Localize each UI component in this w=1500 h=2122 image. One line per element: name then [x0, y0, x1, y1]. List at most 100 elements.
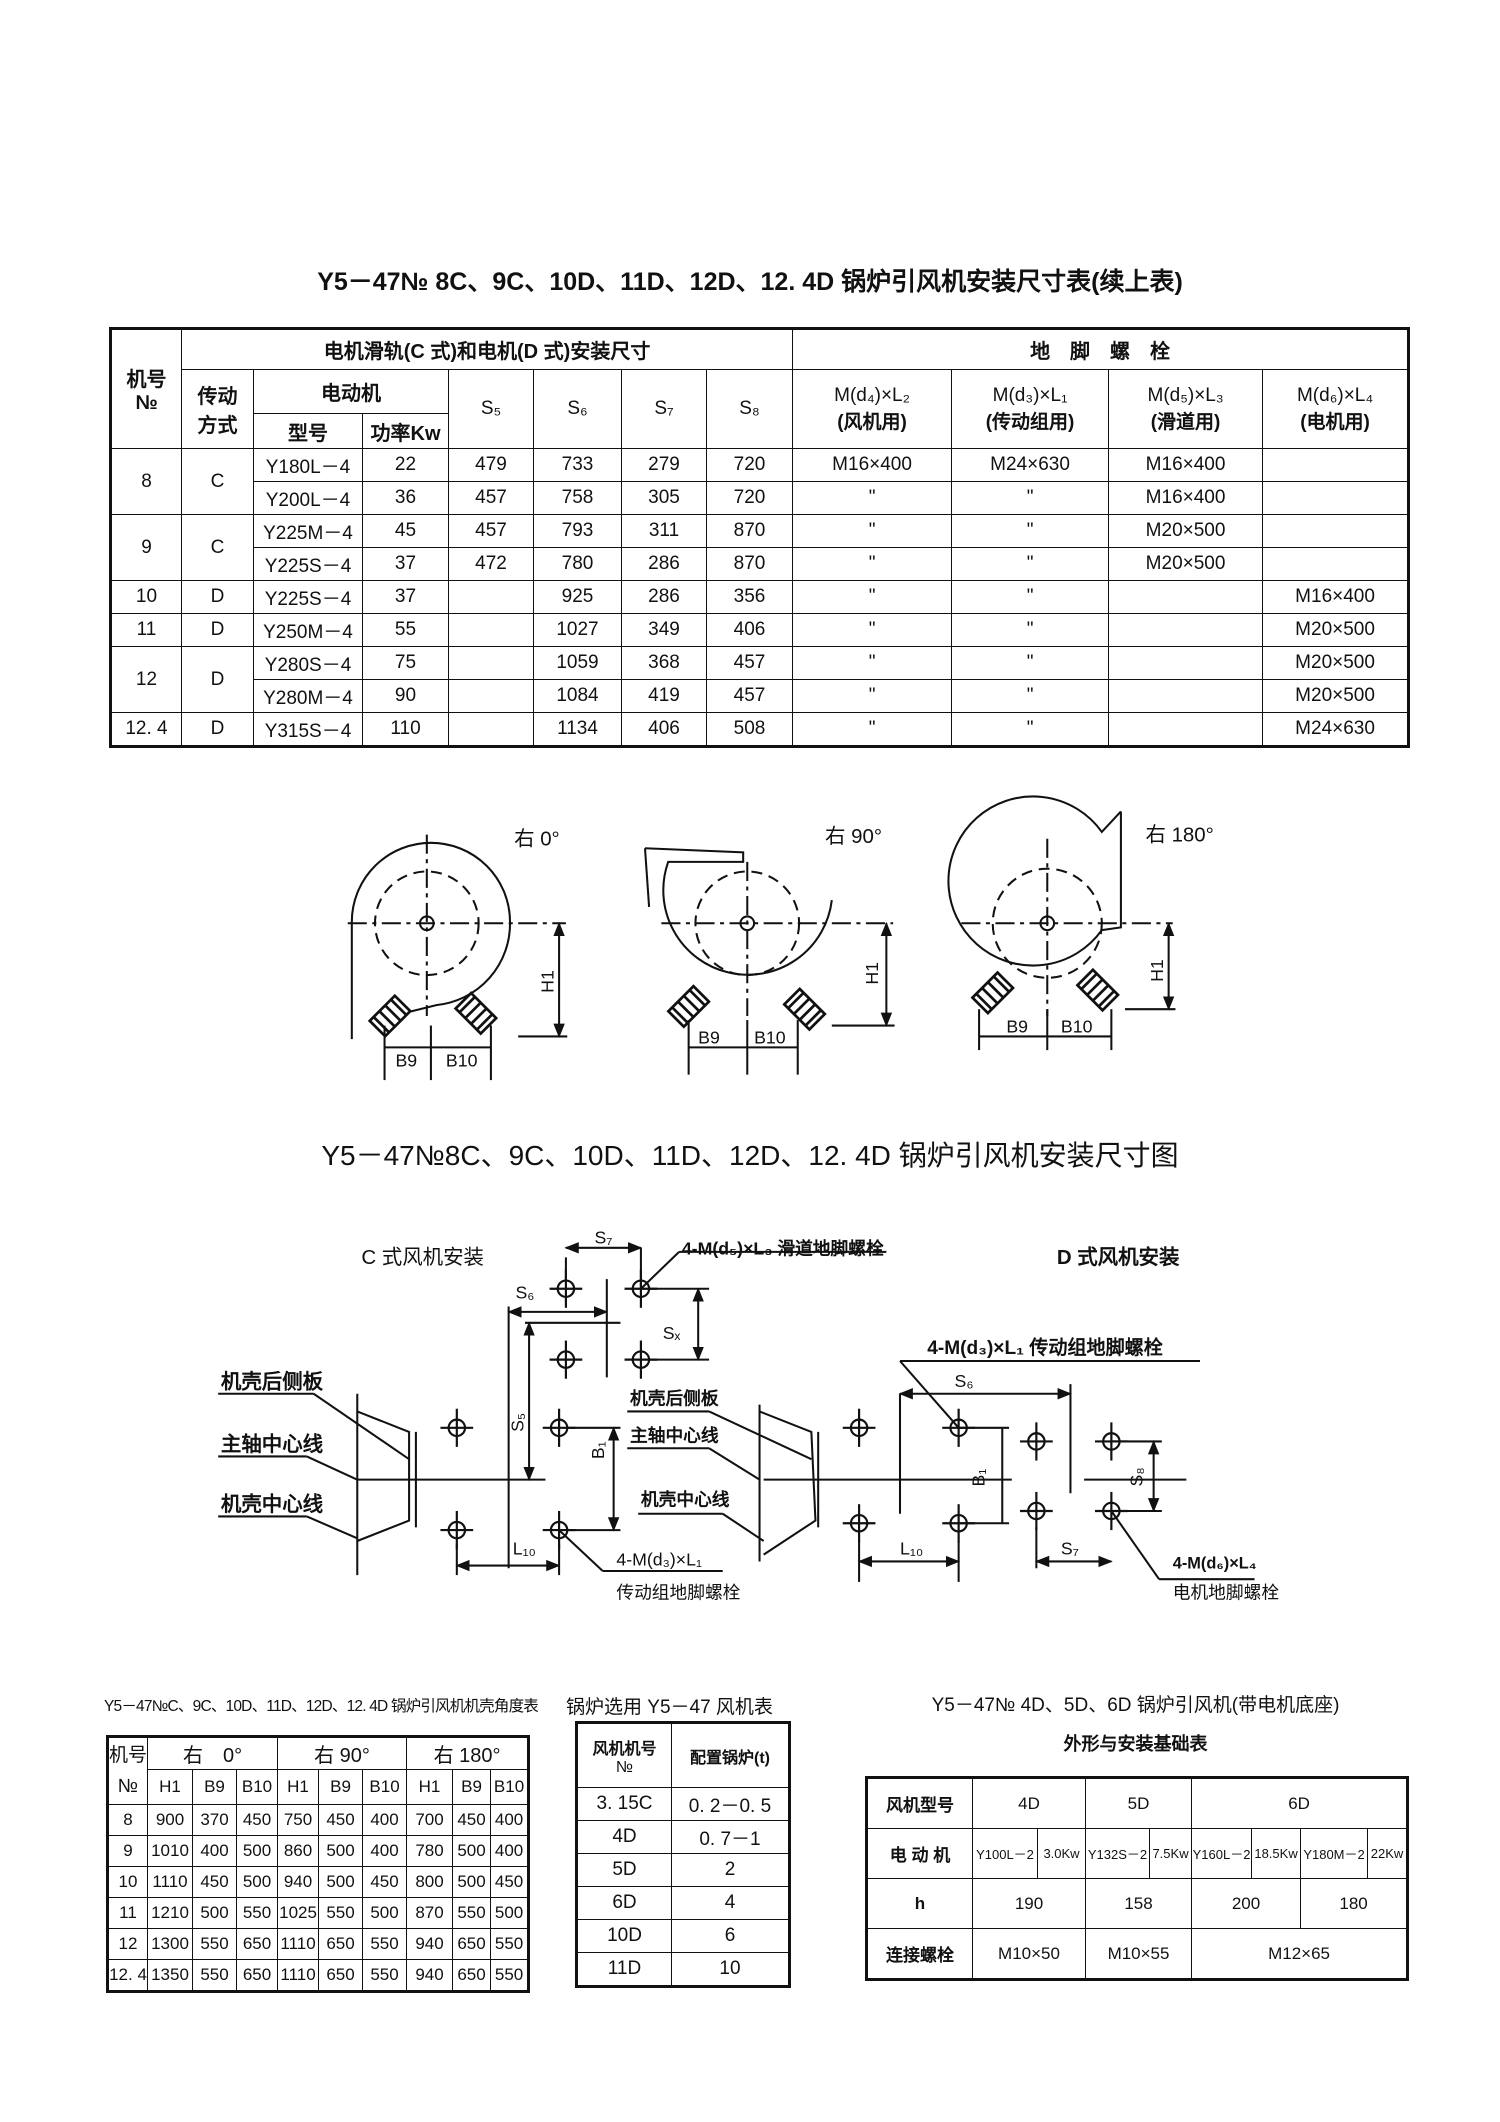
label-shaft-center: 主轴中心线: [221, 1432, 324, 1456]
s7-cell: 286: [621, 580, 707, 614]
s8-cell: 508: [705, 712, 794, 747]
drive-type-cell: D: [181, 712, 254, 747]
value-cell: 900: [147, 1804, 193, 1836]
s5-cell: [448, 613, 534, 647]
dim-l10-d: L₁₀: [900, 1539, 923, 1559]
bolt-motor-cell: [1262, 448, 1410, 482]
header-right-0: 右 0°: [146, 1736, 279, 1770]
bolt-drive-cell: ": [951, 712, 1110, 747]
bolt-hole-icon: [1018, 1490, 1054, 1532]
header-text: M(d₆)×L₄: [1296, 384, 1374, 406]
machine-no-cell: 10: [110, 580, 182, 614]
value-cell: 1300: [147, 1928, 193, 1960]
motor-model-cell: Y225M－4: [253, 514, 363, 548]
dim-s7: S₇: [595, 1228, 613, 1248]
drive-type-cell: D: [181, 646, 254, 713]
dim-b10: B10: [754, 1027, 786, 1047]
value-cell: 550: [192, 1959, 237, 1992]
s6-cell: 793: [533, 514, 622, 548]
motor-power-cell: 36: [362, 481, 449, 515]
value-cell: 450: [235, 1804, 279, 1836]
s8-cell: 356: [705, 580, 794, 614]
bolt-drive-cell: ": [951, 580, 1110, 614]
fan-foot-icon: [1076, 968, 1120, 1012]
fan-casing-outline: [350, 841, 512, 1040]
fan-view-label: 右 90°: [825, 825, 882, 848]
header-right-90: 右 90°: [277, 1736, 408, 1770]
bolt-fan-cell: ": [792, 613, 953, 647]
value-cell: 400: [490, 1804, 530, 1836]
bolt-fan-cell: ": [792, 679, 953, 713]
s8-cell: 870: [705, 514, 794, 548]
s7-cell: 419: [621, 679, 707, 713]
boiler-capacity-cell: 0. 7－1: [671, 1820, 790, 1854]
header-boiler: 配置锅炉(t): [671, 1722, 790, 1788]
machine-no-cell: 11: [107, 1897, 148, 1929]
s8-cell: 457: [705, 679, 794, 713]
value-cell: 370: [192, 1804, 237, 1836]
boiler-capacity-cell: 4: [671, 1886, 790, 1920]
bolt-hole-icon: [841, 1503, 877, 1544]
s7-cell: 349: [621, 613, 707, 647]
motor-power-cell: 110: [362, 712, 449, 747]
bolt-motor-cell: M16×400: [1262, 580, 1410, 614]
value-cell: 870: [406, 1897, 454, 1929]
motor-power-cell: 55: [362, 613, 449, 647]
value-cell: 450: [490, 1866, 530, 1898]
header-sub: B10: [490, 1769, 530, 1805]
s8-cell: 406: [705, 613, 794, 647]
header-sub: H1: [277, 1769, 320, 1805]
dim-b10: B10: [1061, 1016, 1093, 1036]
fan-casing-outline: [644, 847, 833, 976]
motor-cell: Y132S－2: [1085, 1828, 1151, 1879]
motor-model-cell: Y225S－4: [253, 547, 363, 581]
motor-power-cell: 90: [362, 679, 449, 713]
machine-no-cell: 8: [110, 448, 182, 515]
machine-no-cell: 11: [110, 613, 182, 647]
bolt-hole-icon: [841, 1407, 877, 1448]
bolt-hole-icon: [439, 1407, 475, 1448]
s6-cell: 733: [533, 448, 622, 482]
label-drive-bolt-c-desc: 传动组地脚螺栓: [616, 1582, 740, 1602]
boiler-capacity-cell: 6: [671, 1919, 790, 1953]
header-sub: B9: [452, 1769, 492, 1805]
value-cell: 780: [406, 1835, 454, 1867]
motor-model-cell: Y280M－4: [253, 679, 363, 713]
s8-cell: 457: [705, 646, 794, 680]
bolt-drive-cell: ": [951, 646, 1110, 680]
base-table-title: Y5－47№ 4D、5D、6D 锅炉引风机(带电机底座): [931, 1695, 1340, 1716]
fan-foot-icon: [368, 994, 412, 1038]
header-text: M(d₃)×L₁: [992, 384, 1068, 406]
fan-no-cell: 4D: [576, 1820, 672, 1854]
motor-power-cell: 22: [362, 448, 449, 482]
label-shaft-center: 主轴中心线: [630, 1424, 719, 1445]
bolt-drive-cell: M24×630: [951, 448, 1110, 482]
bolt-fan-cell: ": [792, 481, 953, 515]
value-cell: 500: [452, 1835, 492, 1867]
s5-cell: 472: [448, 547, 534, 581]
s6-cell: 925: [533, 580, 622, 614]
motor-power-cell: 75: [362, 646, 449, 680]
s7-cell: 279: [621, 448, 707, 482]
fan-no-cell: 10D: [576, 1919, 672, 1953]
bolt-fan-cell: ": [792, 712, 953, 747]
s8-cell: 720: [705, 481, 794, 515]
fan-foot-icon: [971, 971, 1015, 1015]
s5-cell: 457: [448, 514, 534, 548]
bolt-slide-cell: M20×500: [1108, 514, 1264, 548]
bolt-symbols: [439, 1268, 1129, 1551]
value-cell: 940: [277, 1866, 320, 1898]
header-power: 功率Kw: [362, 413, 449, 449]
bolt-hole-icon: [541, 1509, 577, 1551]
motor-cell: 3.0Kw: [1036, 1828, 1087, 1879]
